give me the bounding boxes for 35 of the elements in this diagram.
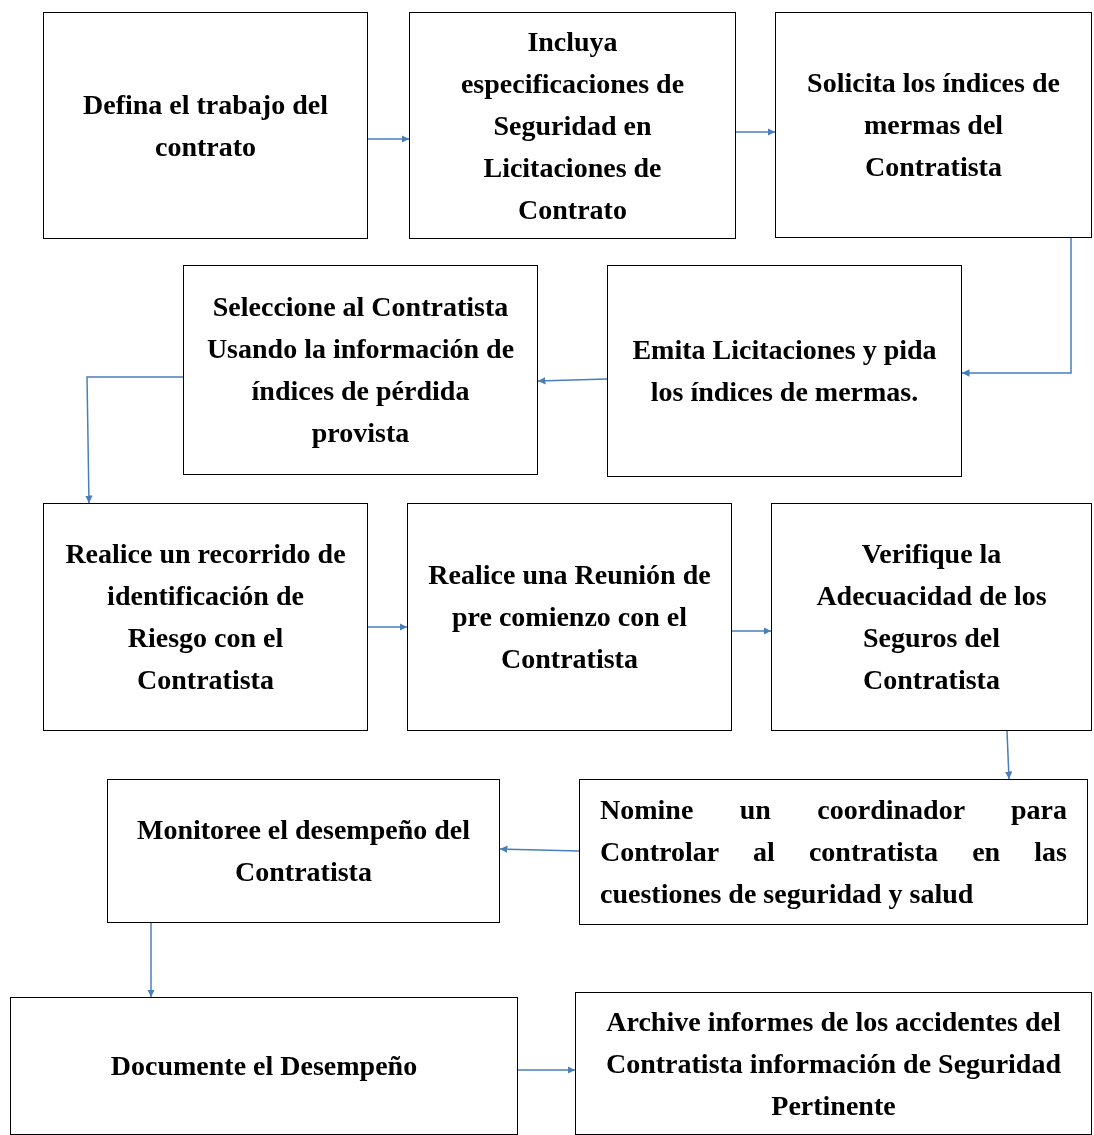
process-box [409,12,736,239]
process-box [771,503,1092,731]
step-text: Solicita los índices de mermas del Contratista [806,66,1061,184]
process-box [183,265,538,475]
arrow [961,237,1072,377]
process-box [10,997,518,1135]
arrow [1004,730,1013,780]
process-box [775,12,1092,238]
process-box [407,503,732,731]
arrow [499,845,580,853]
process-box [43,503,368,731]
arrow [735,128,776,136]
step-text: Monitoree el desempeño del Contratista [135,813,472,889]
arrow [367,623,408,631]
arrow [517,1066,576,1074]
arrow [731,627,772,635]
step-text: Emita Licitaciones y pida los índices de mermas. [631,333,938,409]
step-text: Archive informes de los accidentes del Contratista información de Seguridad Pertinente [605,1004,1062,1123]
step-text: Incluya especificaciones de Seguridad en Licitaciones de Contrato [459,24,686,227]
step-text: Realice un recorrido de identificación de Riesgo con el Contratista [64,537,347,697]
arrow [147,922,155,998]
step-text: Seleccione al Contratista Usando la información de índices de pérdida provista [205,290,516,450]
step-text: Defina el trabajo del contrato [82,87,329,164]
arrow [537,377,608,385]
step-text: Nomine un coordinador para Controlar al contratista en las cuestiones de seguridad y salud [600,793,1067,911]
process-box [579,779,1088,925]
step-text: Realice una Reunión de pre comienzo con el Contratista [428,558,711,676]
process-box [575,992,1092,1135]
arrow [85,376,184,504]
step-text: Verifique la Adecuacidad de los Seguros del Contratista [815,537,1048,697]
process-box [607,265,962,477]
process-box [107,779,500,923]
step-text: Documente el Desempeño [110,1049,418,1083]
arrow [367,135,410,143]
process-box [43,12,368,239]
